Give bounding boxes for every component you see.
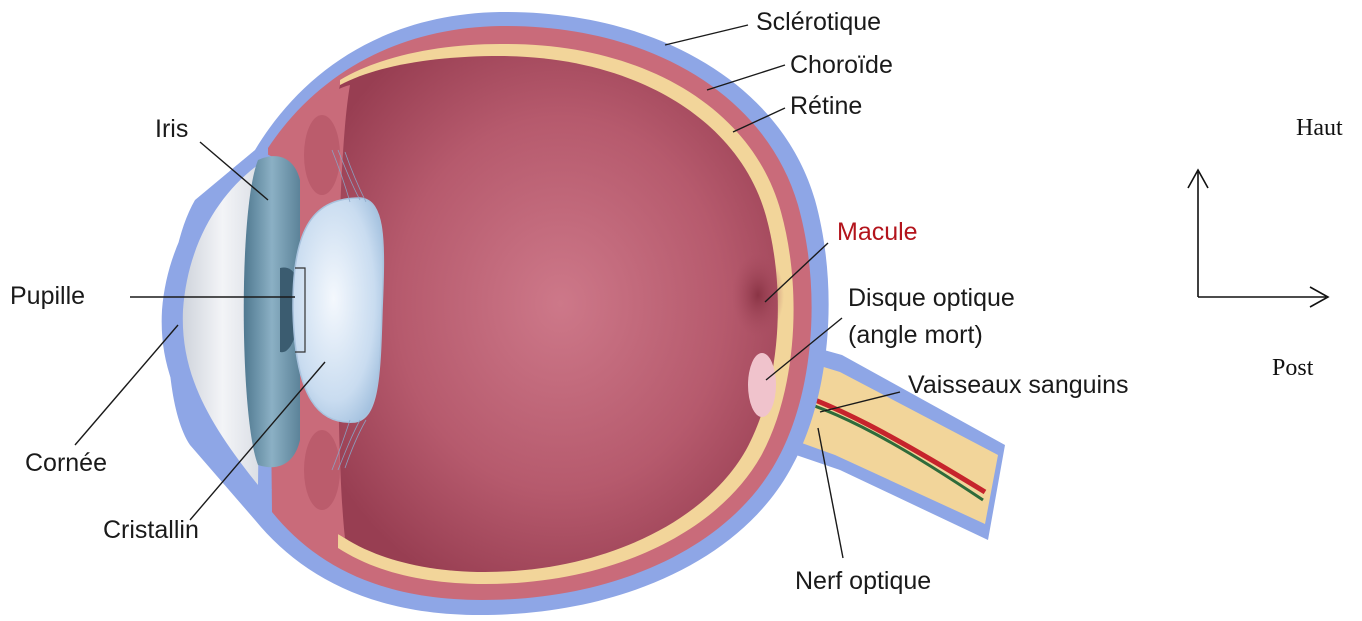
leader-cornee [75,325,178,445]
lens [293,198,383,422]
optic-disc [748,353,776,417]
ciliary-fold-bottom [304,430,340,510]
label-sclerotique: Sclérotique [756,8,881,36]
axis-label-haut: Haut [1296,115,1343,141]
label-nerf-optique: Nerf optique [795,567,931,595]
label-vaisseaux-sanguins: Vaisseaux sanguins [908,371,1129,399]
label-choroide: Choroïde [790,51,893,79]
label-angle-mort: (angle mort) [848,321,983,349]
macula [732,253,784,337]
label-cristallin: Cristallin [103,516,199,544]
orientation-axes: Haut Post [1188,115,1343,381]
label-macule: Macule [837,218,918,246]
label-iris: Iris [155,115,188,143]
label-disque-optique: Disque optique [848,284,1015,312]
vitreous-body [325,56,778,572]
label-cornee: Cornée [25,449,107,477]
leader-sclerotique [665,25,748,45]
axis-label-post: Post [1272,355,1314,381]
label-pupille: Pupille [10,282,85,310]
ciliary-fold-top [304,115,340,195]
label-retine: Rétine [790,92,862,120]
